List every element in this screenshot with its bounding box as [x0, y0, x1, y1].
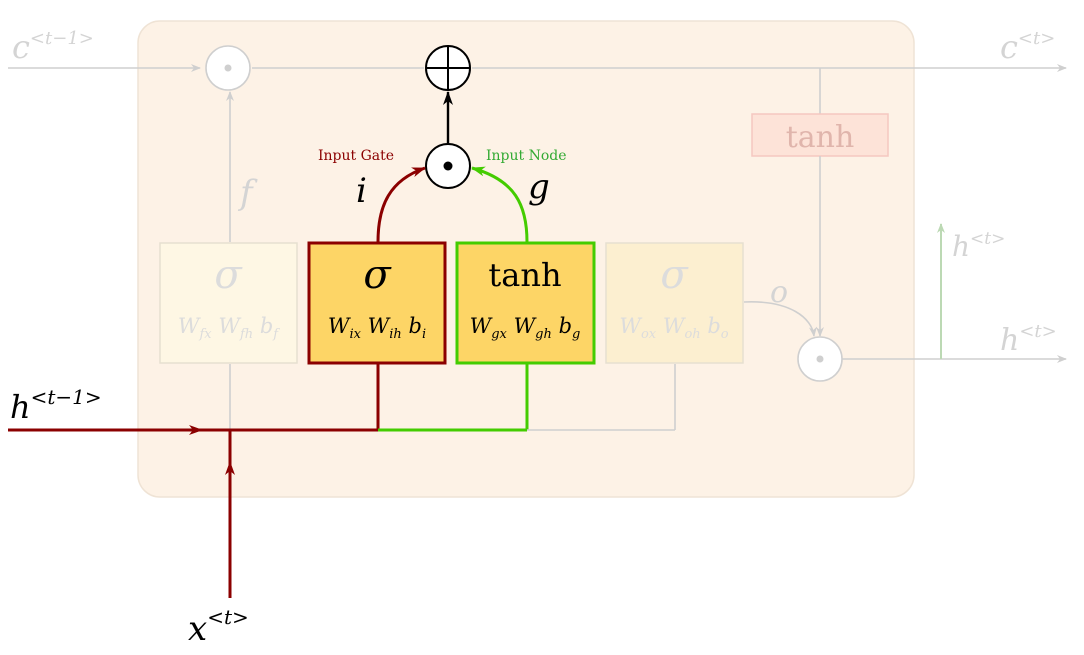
- output-gate-curve: [743, 301, 817, 337]
- c-next-label: c<t>: [1000, 28, 1055, 66]
- x-t-label: x<t>: [188, 605, 249, 649]
- output-gate-weights: Wox Woh bo: [619, 314, 728, 342]
- output-multiply-dot: [816, 355, 824, 363]
- output-gate-box: σ Wox Woh bo: [605, 242, 744, 364]
- input-multiply-dot: [443, 161, 453, 171]
- forget-gate-box: σ Wfx Wfh bf: [159, 242, 298, 364]
- input-gate-curve: [376, 166, 426, 243]
- node-gate-weights: Wgx Wgh bg: [470, 314, 581, 342]
- input-gate-box: σ Wix Wih bi: [307, 241, 447, 365]
- cell-tanh-label: tanh: [786, 120, 855, 155]
- i-label: i: [356, 171, 367, 211]
- forget-gate-weights: Wfx Wfh bf: [178, 314, 280, 342]
- output-gate-func: σ: [660, 252, 689, 298]
- h-prev-label: h<t−1>: [10, 385, 102, 426]
- input-gate-func: σ: [363, 252, 392, 298]
- forget-multiply-dot: [224, 64, 232, 72]
- h-out-up-label: h<t>: [952, 229, 1005, 263]
- input-node-label: Input Node: [486, 148, 567, 164]
- h-out-right-label: h<t>: [1000, 321, 1057, 358]
- node-gate-box: tanh Wgx Wgh bg: [455, 241, 596, 365]
- node-gate-func: tanh: [488, 256, 561, 294]
- forget-gate-func: σ: [214, 252, 243, 298]
- cell-tanh-box: [751, 113, 889, 157]
- input-gate-label: Input Gate: [318, 148, 394, 164]
- g-label: g: [528, 167, 550, 207]
- c-prev-label: c<t−1>: [12, 28, 94, 66]
- o-label: o: [770, 275, 788, 310]
- node-gate-curve: [471, 166, 529, 243]
- input-gate-weights: Wix Wih bi: [328, 314, 426, 342]
